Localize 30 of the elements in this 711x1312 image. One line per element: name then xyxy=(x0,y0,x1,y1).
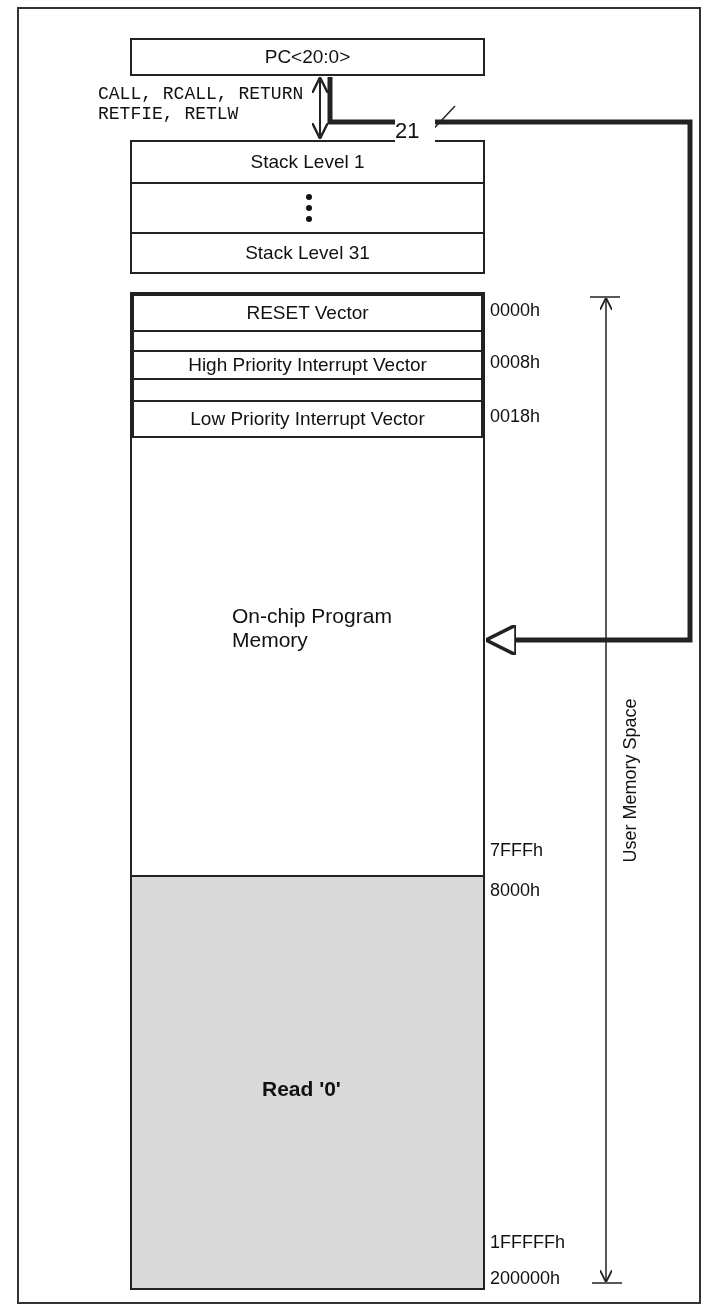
address-label: 0008h xyxy=(490,352,541,373)
address-label: 1FFFFFh xyxy=(490,1232,565,1253)
memory-row xyxy=(130,182,485,234)
row-label: High Priority Interrupt Vector xyxy=(187,354,428,376)
row-label: RESET Vector xyxy=(245,302,370,324)
arrow xyxy=(310,76,330,140)
address-label: 0000h xyxy=(490,300,541,321)
memory-row xyxy=(132,400,483,438)
address-label: 7FFFh xyxy=(490,840,543,861)
row-label: Stack Level 31 xyxy=(244,242,371,264)
memory-row xyxy=(132,350,483,380)
row-label: PC<20:0> xyxy=(263,46,352,68)
register-box xyxy=(130,38,485,76)
address-label: 8000h xyxy=(490,880,541,901)
memory-region xyxy=(130,292,485,877)
memory-row xyxy=(130,140,485,184)
memory-region xyxy=(130,875,485,1290)
address-label: 0018h xyxy=(490,406,541,427)
arrow xyxy=(327,77,693,657)
row-label: On-chip Program Memory xyxy=(232,604,393,652)
row-label: Stack Level 1 xyxy=(249,151,366,173)
memory-row xyxy=(130,232,485,274)
memory-row xyxy=(132,378,483,402)
edge-label: 21 xyxy=(395,118,435,144)
row-label: Low Priority Interrupt Vector xyxy=(189,408,426,430)
row-label: Read '0' xyxy=(262,1077,342,1101)
memory-row xyxy=(132,294,483,332)
address-label: 200000h xyxy=(490,1268,561,1289)
memory-row xyxy=(132,330,483,352)
dimension-label: User Memory Space xyxy=(619,697,641,865)
